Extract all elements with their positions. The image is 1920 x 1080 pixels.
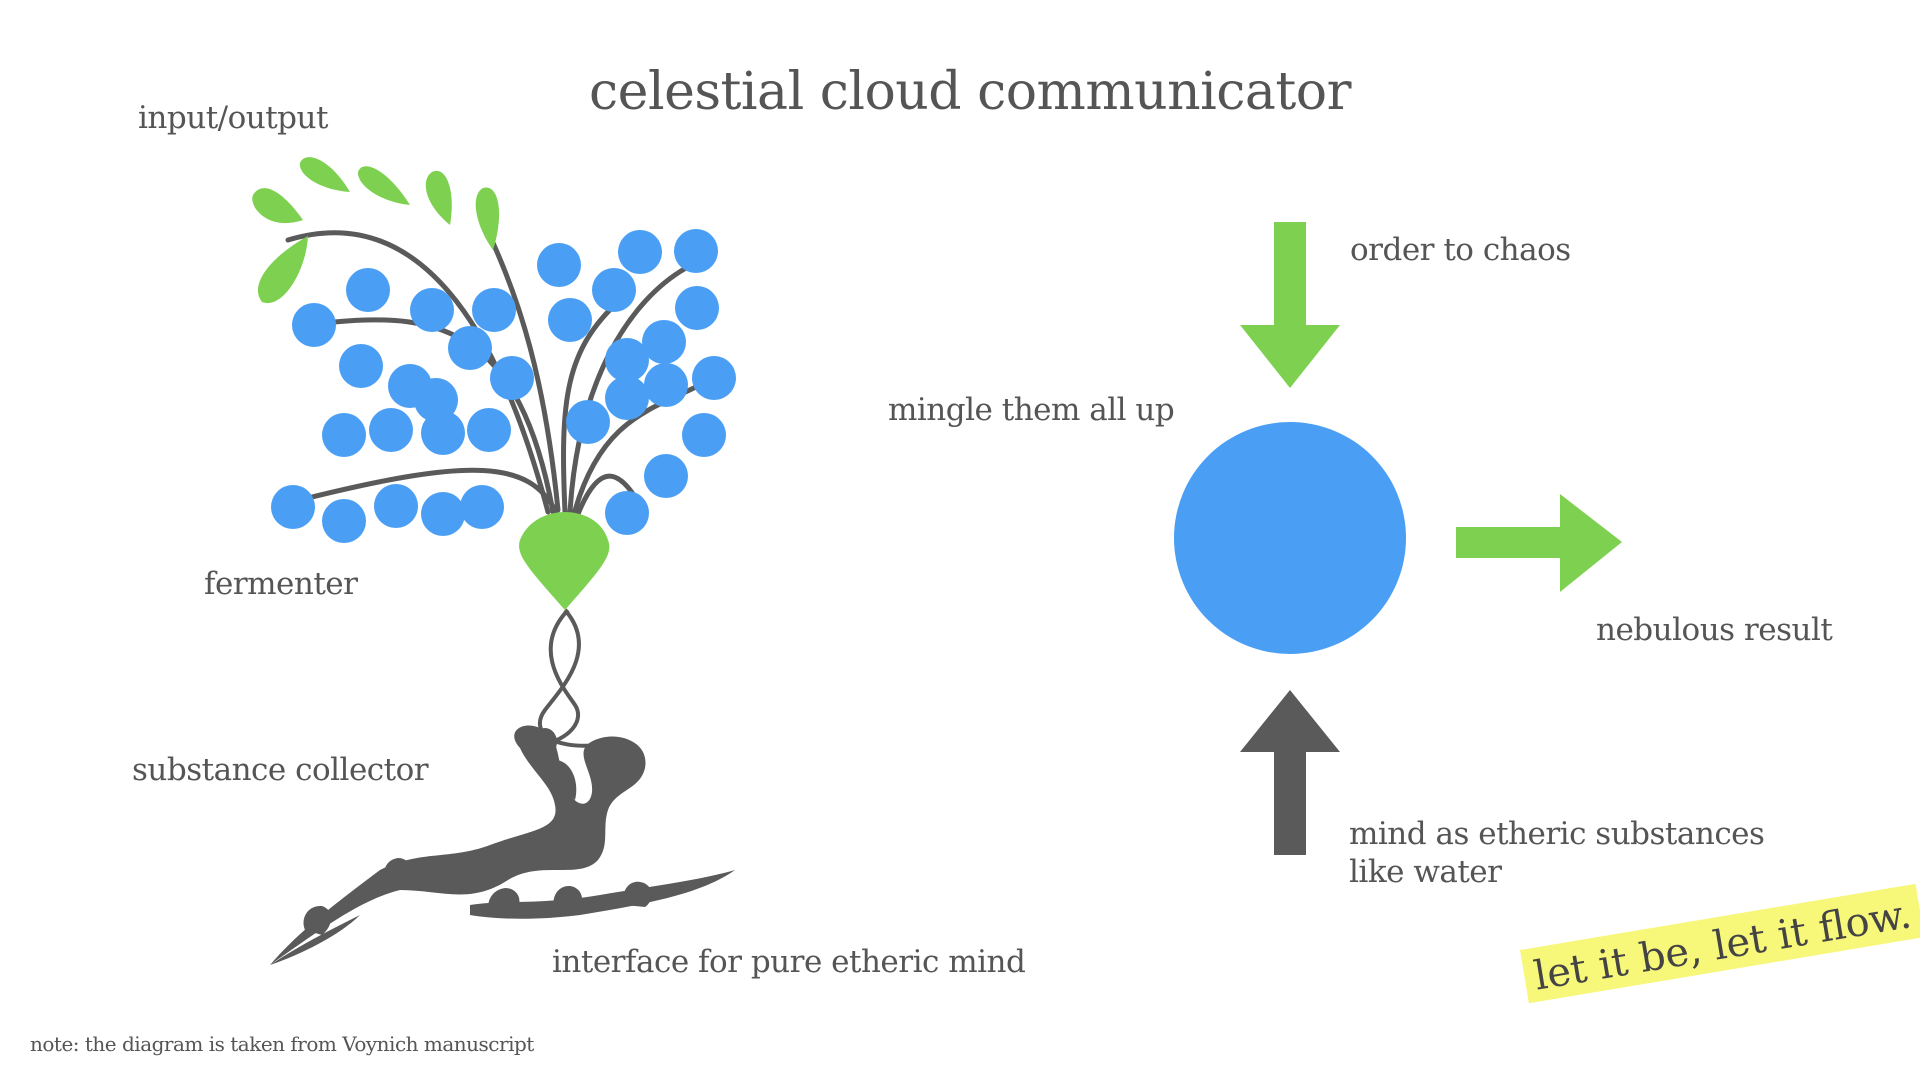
label-order-to-chaos: order to chaos (1350, 232, 1571, 268)
label-mind-line1: mind as etheric substances (1349, 816, 1765, 852)
label-interface: interface for pure etheric mind (552, 944, 1026, 980)
blue-circles (271, 229, 736, 543)
source-note: note: the diagram is taken from Voynich … (30, 1032, 534, 1056)
label-mind-line2: like water (1349, 854, 1502, 890)
right-flow (1174, 222, 1622, 855)
dark-roots (270, 725, 735, 965)
label-input-output: input/output (138, 100, 328, 136)
label-nebulous-result: nebulous result (1596, 612, 1833, 648)
green-drops (252, 157, 610, 610)
label-substance-collector: substance collector (132, 752, 429, 788)
root-lines (538, 608, 601, 748)
arrow-up-gray (1240, 690, 1340, 855)
page-title: celestial cloud communicator (589, 62, 1351, 122)
mixing-circle (1174, 422, 1406, 654)
arrow-down-green (1240, 222, 1340, 388)
voynich-plant (252, 157, 736, 965)
label-mingle: mingle them all up (888, 392, 1175, 428)
label-fermenter: fermenter (204, 566, 358, 602)
arrow-right-green (1456, 494, 1622, 592)
